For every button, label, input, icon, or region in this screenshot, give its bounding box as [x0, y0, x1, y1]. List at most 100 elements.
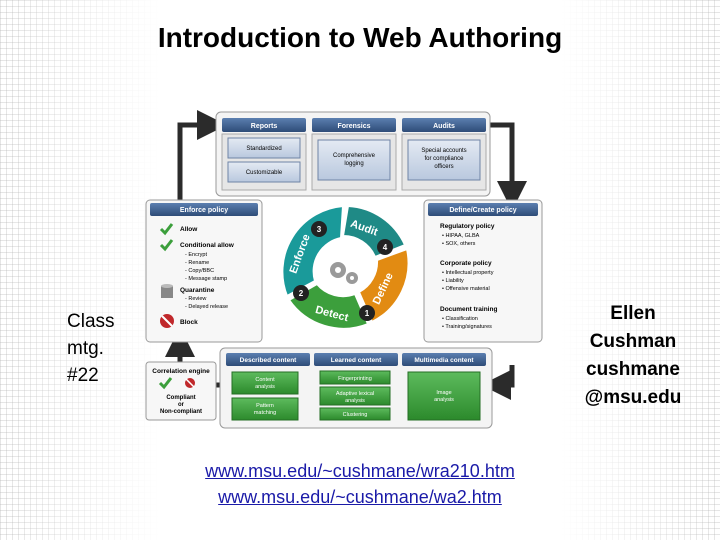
learned-item: Adaptive lexical — [336, 391, 374, 397]
described-item-box — [231, 371, 299, 395]
correlation-frame — [145, 361, 217, 421]
multimedia-item-box — [407, 371, 481, 421]
conditional-item: - Message stamp — [185, 276, 227, 282]
conditional-item: - Encrypt — [185, 252, 207, 258]
note-line: #22 — [67, 365, 99, 386]
quarantine-item: - Review — [185, 296, 206, 302]
define-header-text: Define/Create policy — [449, 207, 516, 214]
corporate-item: • Liability — [442, 278, 464, 284]
training-item: • Training/signatures — [442, 324, 492, 330]
cycle-step-3: 3 — [311, 221, 327, 237]
check-icon — [159, 239, 174, 252]
learned-item-box — [319, 386, 391, 406]
background-fade-right — [560, 0, 720, 540]
reports-item: Standardized — [246, 146, 281, 152]
note-line: mtg. — [67, 338, 104, 359]
link-wa2[interactable]: www.msu.edu/~cushmane/wa2.htm — [218, 487, 502, 507]
cycle-segment-enforce: Enforce — [281, 204, 345, 298]
top-panel: Reports Standardized Customizable Forens… — [215, 111, 491, 197]
cycle-number: 1 — [365, 309, 370, 318]
learned-header — [314, 353, 398, 366]
author-last-name: Cushman — [589, 331, 677, 352]
audits-header — [402, 118, 486, 132]
enforce-policy-panel: Enforce policy Allow Conditional allow -… — [145, 199, 263, 343]
note-line: Class — [67, 311, 115, 332]
reports-item: Customizable — [246, 170, 283, 176]
described-item: Pattern — [256, 403, 274, 409]
block-icon — [160, 314, 174, 328]
arrow-audits-to-define — [490, 122, 527, 211]
correlation-header: Correlation engine — [152, 368, 210, 375]
learned-item-box — [319, 407, 391, 421]
cycle-step-4: 4 — [377, 239, 393, 255]
described-item: analysis — [255, 384, 275, 390]
correlation-item: or — [178, 402, 185, 408]
cycle-segment-detect: Detect — [287, 282, 370, 330]
audits-item: for compliance — [424, 156, 464, 162]
cycle-number: 3 — [317, 225, 322, 234]
cycle-segment-audit: Audit — [341, 204, 407, 259]
described-item: matching — [254, 410, 276, 416]
forensics-header — [312, 118, 396, 132]
block-icon — [185, 378, 195, 388]
learned-item-box — [319, 370, 391, 385]
quarantine-label: Quarantine — [180, 287, 215, 294]
learned-header-text: Learned content — [331, 357, 382, 364]
reports-header — [222, 118, 306, 132]
author-email-domain: @msu.edu — [584, 387, 682, 408]
audits-header-text: Audits — [433, 123, 455, 130]
author-contact: Ellen Cushman cushmane @msu.edu — [568, 300, 698, 412]
audits-item-box — [407, 139, 481, 181]
enforce-header — [150, 203, 258, 216]
define-header — [428, 203, 538, 216]
forensics-item-box — [317, 139, 391, 181]
corporate-policy-label: Corporate policy — [440, 260, 492, 267]
cycle-step-1: 1 — [359, 305, 375, 321]
forensics-item: logging — [344, 161, 363, 167]
reports-item-box — [227, 137, 301, 159]
regulatory-item: • SOX, others — [442, 241, 476, 247]
audits-item: Special accounts — [421, 148, 466, 154]
regulatory-item: • HIPAA, GLBA — [442, 233, 480, 239]
cycle-number: 4 — [383, 243, 388, 252]
reports-item-box — [227, 161, 301, 183]
background-fade-left — [0, 0, 160, 540]
document-training-label: Document training — [440, 306, 497, 313]
database-icon — [161, 284, 173, 298]
described-header-text: Described content — [240, 357, 298, 364]
multimedia-item: analysis — [434, 397, 454, 403]
slide-title: Introduction to Web Authoring — [157, 22, 563, 53]
correlation-engine: Correlation engine Compliant or Non-comp… — [145, 361, 217, 421]
arrow-define-to-multimedia — [481, 365, 515, 400]
conditional-item: - Rename — [185, 260, 209, 266]
training-item: • Classification — [442, 316, 478, 322]
author-email-user: cushmane — [586, 359, 680, 380]
class-meeting-note: Class mtg. #22 — [67, 308, 115, 389]
link-wra210[interactable]: www.msu.edu/~cushmane/wra210.htm — [205, 461, 515, 481]
described-item: Content — [255, 377, 275, 383]
described-header — [226, 353, 310, 366]
enforce-panel-frame — [145, 199, 263, 343]
multimedia-item: Image — [436, 390, 451, 396]
check-icon — [159, 223, 174, 236]
corporate-item: • Offensive material — [442, 286, 490, 292]
bottom-panel: Described content Content analysis Patte… — [219, 347, 493, 429]
regulatory-policy-label: Regulatory policy — [440, 223, 495, 230]
gears-icon — [330, 262, 358, 284]
correlation-item: Compliant — [166, 395, 195, 401]
forensics-item: Comprehensive — [333, 153, 376, 159]
learned-item: Fingerprinting — [338, 376, 372, 382]
multimedia-header — [402, 353, 486, 366]
define-policy-panel: Define/Create policy Regulatory policy •… — [423, 199, 543, 343]
reports-header-text: Reports — [251, 123, 278, 130]
conditional-item: - Copy/BBC — [185, 268, 214, 274]
multimedia-header-text: Multimedia content — [414, 357, 474, 364]
allow-label: Allow — [180, 226, 198, 233]
correlation-item: Non-compliant — [160, 409, 202, 415]
arrow-enforce-to-reports — [177, 110, 227, 200]
described-item-box — [231, 397, 299, 421]
define-panel-frame — [423, 199, 543, 343]
conditional-allow-label: Conditional allow — [180, 242, 235, 249]
learned-item: analysis — [345, 398, 365, 404]
